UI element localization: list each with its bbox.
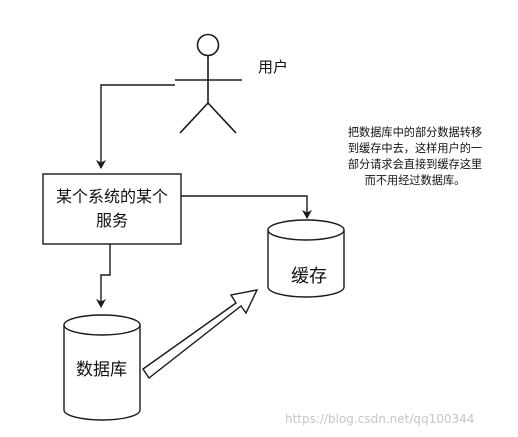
service-box: [42, 173, 182, 245]
explanation-note: 把数据库中的部分数据转移 到缓存中去，这样用户的一 部分请求会直接到缓存这里 而…: [325, 125, 505, 189]
cache-label: 缓存: [291, 266, 327, 287]
note-line: 到缓存中去，这样用户的一: [347, 142, 483, 155]
cache-cylinder: [267, 219, 345, 298]
note-line: 把数据库中的部分数据转移: [347, 126, 483, 139]
database-label: 数据库: [76, 360, 127, 380]
actor-right-leg-icon: [207, 102, 237, 134]
user-actor-icon: [175, 33, 242, 134]
database-cylinder: [63, 314, 141, 421]
user-to-service-arrow: [96, 84, 175, 169]
service-box-label-line1: 某个系统的某个: [55, 187, 168, 206]
user-label: 用户: [258, 58, 289, 76]
actor-head-icon: [196, 33, 220, 57]
note-line: 而不用经过数据库。: [364, 174, 466, 187]
service-to-database-arrow: [96, 244, 111, 308]
actor-left-leg-icon: [179, 102, 209, 134]
watermark: https://blog.csdn.net/qq100344: [285, 412, 475, 426]
database-to-cache-block-arrow: [142, 289, 259, 380]
note-line: 部分请求会直接到缓存这里: [347, 158, 483, 171]
service-box-label: 某个系统的某个 服务: [43, 174, 181, 244]
service-to-cache-arrow: [181, 195, 312, 219]
service-box-label-line2: 服务: [95, 211, 128, 230]
